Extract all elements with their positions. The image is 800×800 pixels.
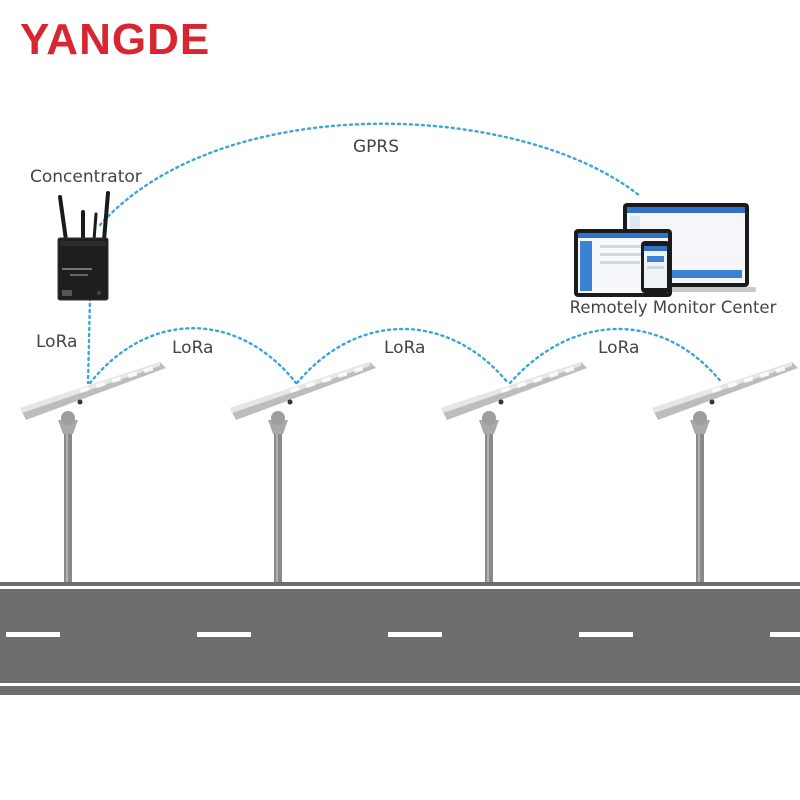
concentrator-device (57, 191, 110, 301)
street-light-4 (652, 362, 798, 584)
gprs-label: GPRS (353, 137, 399, 157)
lora-hop-3-label: LoRa (598, 338, 639, 358)
smartphone-icon (641, 241, 670, 293)
road (0, 582, 800, 695)
street-lights (20, 362, 798, 584)
monitor-center-label: Remotely Monitor Center (570, 298, 777, 317)
wireless-links (86, 122, 724, 385)
street-light-3 (441, 362, 587, 584)
gprs-link (98, 122, 642, 227)
antenna-icon (58, 191, 110, 242)
lora-uplink (86, 296, 92, 385)
lora-hop-3 (508, 327, 724, 385)
street-light-2 (230, 362, 376, 584)
lora-hop-1 (88, 327, 298, 385)
lora-hop-1-label: LoRa (172, 338, 213, 358)
lora-hop-2 (295, 327, 510, 385)
lora-hop-2-label: LoRa (384, 338, 425, 358)
yangde-logo: YANGDE (20, 15, 211, 64)
monitor-devices (574, 203, 756, 297)
concentrator-label: Concentrator (30, 167, 142, 187)
street-light-1 (20, 362, 166, 584)
lora-uplink-label: LoRa (36, 332, 77, 352)
lane-markings (6, 632, 800, 637)
